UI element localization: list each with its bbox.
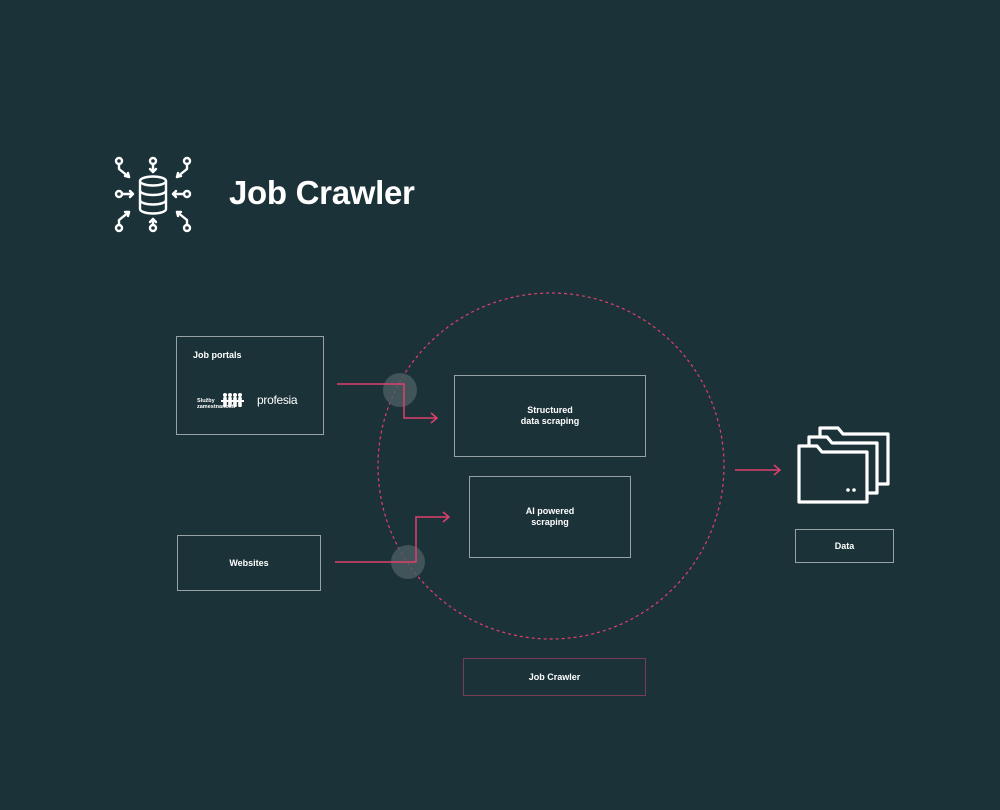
database-network-icon xyxy=(114,156,192,233)
websites-to-ai-arrow xyxy=(335,516,449,563)
job-crawler-label-box: Job Crawler xyxy=(463,658,646,696)
structured-scraping-box: Structured data scraping xyxy=(454,375,646,457)
websites-label: Websites xyxy=(229,557,269,568)
structured-scraping-label: Structured data scraping xyxy=(520,405,580,426)
job-crawler-boundary xyxy=(377,292,725,640)
data-label: Data xyxy=(834,540,855,551)
folders-icon xyxy=(797,426,890,504)
data-box: Data xyxy=(795,529,894,563)
job-crawler-label: Job Crawler xyxy=(528,671,581,682)
ai-scraping-box: AI powered scraping xyxy=(469,476,631,558)
portals-to-structured-arrow xyxy=(337,383,437,419)
page-title: Job Crawler xyxy=(229,174,415,211)
job-portals-label: Job portals xyxy=(193,350,242,360)
websites-box: Websites xyxy=(177,535,321,591)
input-node-portals xyxy=(383,373,417,407)
ai-scraping-label: AI powered scraping xyxy=(525,506,575,527)
profesia-logo: profesia xyxy=(257,393,298,407)
